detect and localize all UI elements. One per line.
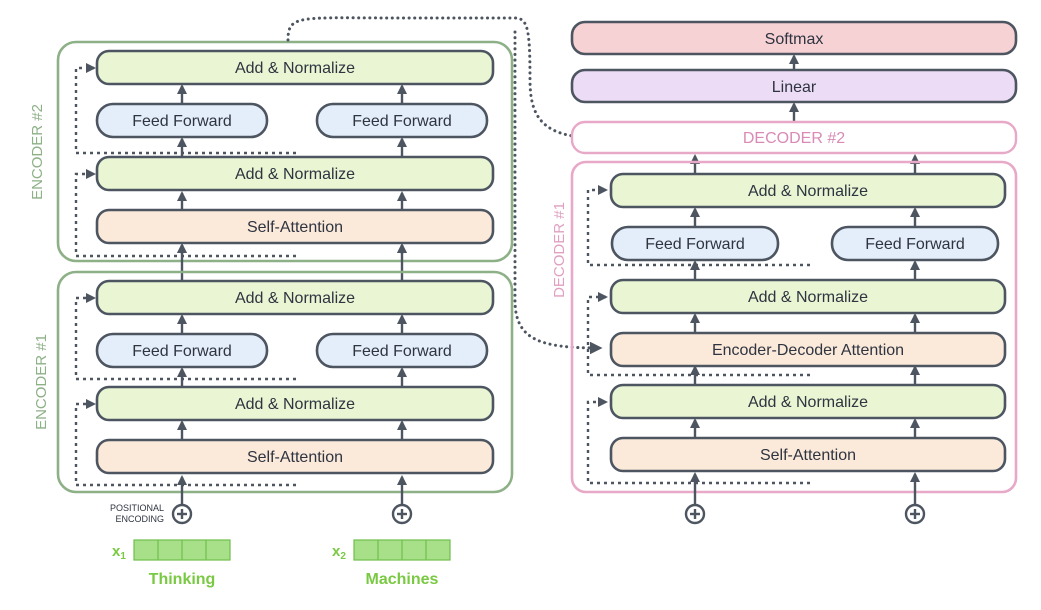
input-2-symbol: x2 <box>332 543 346 562</box>
positional-encoding-label-line2: ENCODING <box>115 514 164 524</box>
decoder-1-self-attention <box>609 436 1007 473</box>
decoder-2-label: DECODER #2 <box>743 130 845 147</box>
decoder-1-add-normalize-mid-label: Add & Normalize <box>748 289 868 306</box>
encoder-inputs: POSITIONAL ENCODING x1 Thinking x2 <box>110 474 451 588</box>
positional-encoding-label-line1: POSITIONAL <box>110 503 164 513</box>
encoder-1-feed-forward-left-label: Feed Forward <box>132 343 232 360</box>
decoder-1-feed-forward-right <box>830 225 1000 262</box>
input-2-embedding-vector <box>353 539 451 561</box>
encoder-2-residual-lower <box>74 168 296 258</box>
positional-encoding-plus-icon <box>171 503 193 525</box>
encoder-2-add-normalize-bottom-label: Add & Normalize <box>235 166 355 183</box>
decoder-1-feed-forward-right-label: Feed Forward <box>865 236 965 253</box>
encoder-2-add-normalize-bottom <box>95 155 495 192</box>
decoder-1-frame <box>570 160 1018 494</box>
linear-label: Linear <box>772 79 817 96</box>
encoder-1: ENCODER #1 Add & Normalize Feed Forward … <box>33 270 514 494</box>
encoder-1-feed-forward-left <box>95 332 269 369</box>
decoder-1-add-normalize-bottom <box>609 383 1007 420</box>
input-1-symbol: x1 <box>112 543 126 562</box>
encoder-1-add-normalize-top-label: Add & Normalize <box>235 290 355 307</box>
decoder-positional-plus-icon <box>684 503 706 525</box>
decoder-1-add-normalize-top <box>609 172 1007 209</box>
encoder-2-add-normalize-top <box>95 49 495 86</box>
encoder-2-feed-forward-left <box>95 102 269 139</box>
encoder-to-decoder-1-connection <box>513 30 603 355</box>
encoder-1-add-normalize-bottom-label: Add & Normalize <box>235 396 355 413</box>
decoder-1-feed-forward-left <box>610 225 780 262</box>
encoder-1-feed-forward-right-label: Feed Forward <box>352 343 452 360</box>
decoder-1-encoder-decoder-attention <box>609 331 1007 368</box>
decoder-1-feed-forward-left-label: Feed Forward <box>645 236 745 253</box>
encoder-1-residual-upper <box>74 292 296 381</box>
decoder-1-label: DECODER #1 <box>551 202 568 298</box>
input-1-embedding-vector <box>133 539 231 561</box>
softmax-label: Softmax <box>765 31 824 48</box>
encoder-1-add-normalize-top <box>95 279 495 316</box>
decoder-output-stack: Softmax Linear DECODER #2 <box>570 20 1018 155</box>
encoder-2-feed-forward-right <box>315 102 489 139</box>
decoder-2-box <box>570 120 1018 155</box>
input-1-word: Thinking <box>149 571 216 588</box>
encoder-1-self-attention <box>95 438 495 475</box>
linear-box <box>570 68 1018 104</box>
decoder-1-residual-top <box>586 184 810 267</box>
encoder-2-feed-forward-right-label: Feed Forward <box>352 113 452 130</box>
encoder-1-residual-lower <box>74 398 296 487</box>
decoder-1-add-normalize-top-label: Add & Normalize <box>748 183 868 200</box>
encoder-2: ENCODER #2 Add & Normalize Feed Forward … <box>29 40 514 263</box>
encoder-1-frame <box>56 270 514 494</box>
encoder-1-feed-forward-right <box>315 332 489 369</box>
decoder-1-residual-mid <box>586 291 810 377</box>
encoder-2-self-attention-label: Self-Attention <box>247 219 343 236</box>
encoder-to-decoder-2-connection <box>286 16 603 145</box>
encoder-1-label: ENCODER #1 <box>33 334 50 430</box>
encoder-2-self-attention <box>95 208 495 245</box>
decoder-1-add-normalize-mid <box>609 278 1007 315</box>
encoder-1-add-normalize-bottom <box>95 385 495 422</box>
encoder-1-self-attention-label: Self-Attention <box>247 449 343 466</box>
decoder-1: DECODER #1 Add & Normalize Feed Forward … <box>551 160 1018 494</box>
decoder-1-self-attention-label: Self-Attention <box>760 447 856 464</box>
encoder-2-label: ENCODER #2 <box>29 104 46 200</box>
decoder-1-add-normalize-bottom-label: Add & Normalize <box>748 394 868 411</box>
softmax-box <box>570 20 1018 56</box>
encoder-2-feed-forward-left-label: Feed Forward <box>132 113 232 130</box>
encoder-2-frame <box>56 40 514 263</box>
decoder-positional-plus-icon <box>904 503 926 525</box>
decoder-1-encoder-decoder-attention-label: Encoder-Decoder Attention <box>712 342 904 359</box>
input-2-word: Machines <box>366 571 439 588</box>
positional-encoding-plus-icon <box>391 503 413 525</box>
encoder-2-add-normalize-top-label: Add & Normalize <box>235 60 355 77</box>
